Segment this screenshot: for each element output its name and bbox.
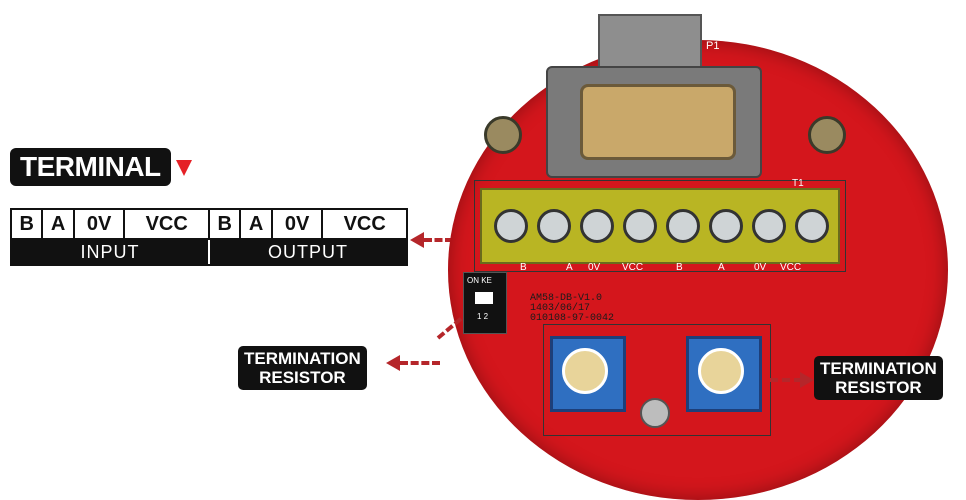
dip-top-label: ON KE xyxy=(467,276,492,285)
termination-resistor-callout-right: TERMINATION RESISTOR xyxy=(814,356,943,400)
silk-label: VCC xyxy=(622,262,644,273)
arrow-left-icon xyxy=(386,355,400,371)
dip-toggle xyxy=(475,292,493,304)
pin-cell: A xyxy=(41,208,75,240)
mount-screw-icon xyxy=(640,398,670,428)
arrow-right-icon xyxy=(800,372,814,388)
pinout-header-row: B A 0V VCC B A 0V VCC xyxy=(9,208,408,240)
rotary-knob-icon xyxy=(698,348,744,394)
sticker-line: AM58-DB-V1.0 xyxy=(530,293,603,304)
terminal-screw-icon xyxy=(537,209,571,243)
pin-cell: VCC xyxy=(123,208,210,240)
dip-switch xyxy=(463,272,507,334)
terminal-screw-icon xyxy=(709,209,743,243)
callout-line: RESISTOR xyxy=(259,368,346,387)
silk-label: B xyxy=(520,262,527,273)
strip-label: T1 xyxy=(792,178,804,189)
dip-bottom-label: 1 2 xyxy=(477,312,489,321)
connector-label: P1 xyxy=(706,40,720,52)
terminal-block xyxy=(480,188,840,264)
silk-label: 0V xyxy=(754,262,767,273)
terminal-screw-icon xyxy=(795,209,829,243)
pinout-table: B A 0V VCC B A 0V VCC INPUT OUTPUT xyxy=(9,208,409,266)
terminal-screw-icon xyxy=(623,209,657,243)
dsub-pins xyxy=(580,84,736,160)
callout-line: RESISTOR xyxy=(835,378,922,397)
pin-cell: 0V xyxy=(72,208,126,240)
rotary-knob-icon xyxy=(562,348,608,394)
sticker-line: 1403/06/17 xyxy=(530,303,591,314)
output-group-label: OUTPUT xyxy=(207,238,409,266)
terminal-highlight-box xyxy=(474,180,846,272)
pin-cell: A xyxy=(239,208,273,240)
heading-marker-icon xyxy=(176,160,192,176)
silk-label: VCC xyxy=(780,262,802,273)
mount-screw-icon xyxy=(484,116,522,154)
silk-label: B xyxy=(676,262,683,273)
callout-line: TERMINATION xyxy=(244,349,361,368)
pin-cell: 0V xyxy=(270,208,324,240)
terminal-screw-icon xyxy=(580,209,614,243)
callout-line: TERMINATION xyxy=(820,359,937,378)
pinout-group-row: INPUT OUTPUT xyxy=(10,238,409,266)
input-group-label: INPUT xyxy=(10,238,210,266)
silk-label: A xyxy=(718,262,725,273)
pin-cell: B xyxy=(207,208,242,240)
sticker-line: 010108-97-0042 xyxy=(530,313,615,324)
terminal-screw-icon xyxy=(666,209,700,243)
connector-shell xyxy=(598,14,702,68)
pointer-line xyxy=(400,361,440,365)
terminal-screw-icon xyxy=(752,209,786,243)
termination-resistor-callout-left: TERMINATION RESISTOR xyxy=(238,346,367,390)
terminal-screw-icon xyxy=(494,209,528,243)
terminal-heading: TERMINAL xyxy=(10,148,171,186)
silk-label: A xyxy=(566,262,573,273)
silk-label: 0V xyxy=(588,262,601,273)
board-sticker: AM58-DB-V1.0 1403/06/17 010108-97-0042 xyxy=(530,294,614,324)
pin-cell: VCC xyxy=(321,208,408,240)
pin-cell: B xyxy=(9,208,44,240)
pointer-line xyxy=(770,378,802,382)
mount-screw-icon xyxy=(808,116,846,154)
arrow-left-icon xyxy=(410,232,424,248)
